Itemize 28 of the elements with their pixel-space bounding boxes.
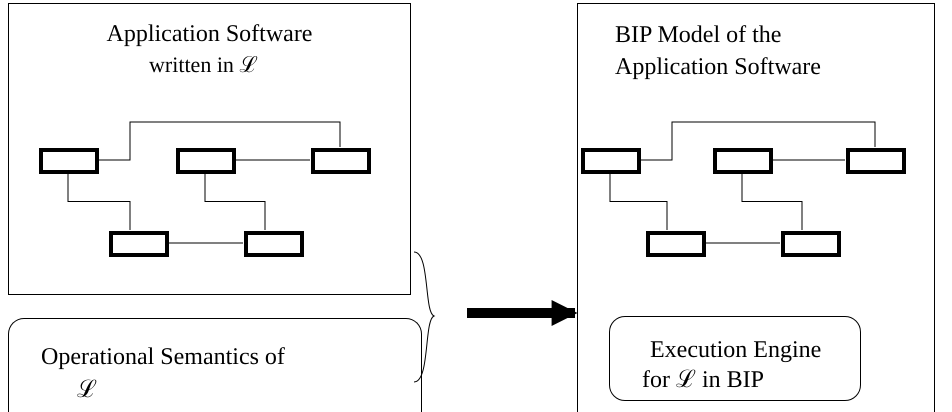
component-box	[109, 231, 169, 257]
rounded-box	[8, 318, 422, 412]
component-box	[713, 148, 773, 174]
connector-line	[640, 122, 876, 160]
box-label: Execution Engine for ℒ in BIP	[641, 336, 822, 395]
component-box	[646, 231, 706, 257]
component-box	[581, 148, 641, 174]
component-box	[781, 231, 841, 257]
box-title: BIP Model of the Application Software	[615, 21, 822, 82]
connector-line	[68, 172, 130, 230]
component-box	[311, 148, 371, 174]
component-box	[846, 148, 906, 174]
panel	[577, 3, 935, 412]
component-box	[39, 148, 99, 174]
connector-line	[610, 172, 668, 230]
component-box	[244, 231, 304, 257]
box-title: Application Software	[106, 20, 314, 48]
thick-arrow	[467, 300, 578, 326]
panel	[8, 3, 411, 295]
component-box	[176, 148, 236, 174]
connector-line	[204, 172, 266, 230]
connector-line	[704, 242, 780, 244]
rounded-box	[609, 316, 861, 401]
box-subtitle: written in ℒ	[149, 51, 258, 79]
box-label: Operational Semantics of ℒ	[41, 343, 286, 405]
connector-line	[168, 242, 244, 244]
connector-line	[742, 172, 802, 230]
connector-line	[98, 122, 340, 160]
